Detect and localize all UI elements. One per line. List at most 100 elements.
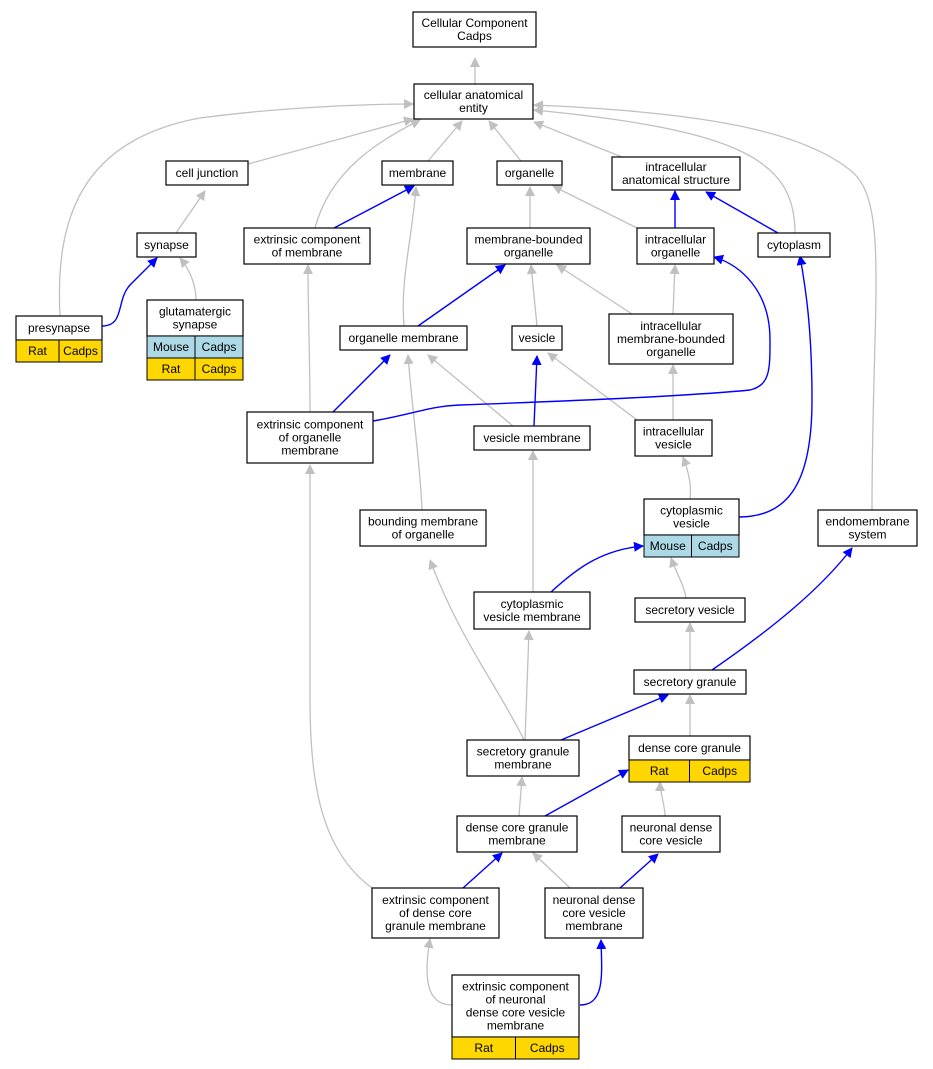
- node-label: core vesicle: [639, 834, 703, 848]
- edge-is-a: [547, 352, 638, 421]
- edge-is-a: [427, 354, 514, 427]
- edge-part-of: [738, 255, 813, 518]
- gene-cell: [515, 1036, 580, 1060]
- go-term-node-vm[interactable]: vesicle membrane: [473, 425, 591, 451]
- go-term-node-om[interactable]: organelle membrane: [339, 325, 468, 351]
- node-box: [412, 11, 537, 48]
- node-label: bounding membrane: [368, 515, 478, 529]
- edge-is-a: [427, 120, 463, 162]
- gene-label: Cadps: [530, 1041, 565, 1055]
- go-term-node-ves[interactable]: vesicle: [511, 325, 563, 351]
- species-label: Rat: [474, 1041, 493, 1055]
- edge-is-a: [303, 264, 314, 413]
- node-label: intracellular: [645, 160, 706, 174]
- go-term-node-mem[interactable]: membrane: [381, 160, 454, 186]
- gene-cell: [689, 759, 751, 783]
- node-label: secretory granule: [644, 675, 737, 689]
- go-term-node-syn[interactable]: synapse: [136, 232, 197, 258]
- edge-part-of: [101, 257, 158, 327]
- edge-is-a: [403, 354, 423, 511]
- edge-is-a: [533, 100, 877, 511]
- node-box: [246, 411, 374, 464]
- node-box: [473, 591, 591, 630]
- node-label: organelle: [651, 246, 701, 260]
- edge-is-a: [669, 264, 680, 315]
- go-term-node-sg[interactable]: secretory granule: [633, 669, 747, 695]
- node-label: endomembrane: [825, 515, 909, 529]
- node-label: of neuronal: [485, 993, 545, 1007]
- node-box: [359, 509, 487, 547]
- node-label: membrane: [281, 444, 339, 458]
- edge-part-of: [560, 693, 669, 741]
- go-term-node-sv[interactable]: secretory vesicle: [634, 597, 746, 623]
- edge-part-of: [332, 354, 391, 413]
- edge-is-a: [314, 119, 421, 229]
- edge-is-a: [533, 105, 796, 234]
- go-term-node-org[interactable]: organelle: [496, 160, 563, 186]
- edge-part-of: [333, 185, 415, 229]
- node-label: vesicle membrane: [483, 431, 581, 445]
- node-box: [757, 232, 831, 258]
- node-label: membrane: [565, 919, 623, 933]
- edge-part-of: [619, 853, 659, 889]
- edge-part-of: [372, 254, 771, 422]
- gene-label: Cadps: [202, 340, 237, 354]
- edge-is-a: [552, 185, 638, 229]
- node-box: [381, 160, 454, 186]
- node-box: [633, 669, 747, 695]
- node-label: cytoplasm: [767, 238, 821, 252]
- node-label: membrane-bounded: [617, 332, 725, 346]
- edge-part-of: [550, 541, 644, 593]
- edge-is-a: [533, 120, 623, 158]
- edge-part-of: [462, 852, 503, 889]
- node-label: extrinsic component: [257, 418, 364, 432]
- node-box: [456, 815, 578, 853]
- node-label: membrane: [389, 166, 447, 180]
- species-label: Mouse: [153, 340, 189, 354]
- node-label: of organelle: [392, 528, 455, 542]
- edge-is-a: [516, 776, 527, 817]
- node-label: cytoplasmic: [501, 597, 564, 611]
- gene-cell: [194, 357, 244, 381]
- go-term-node-cyto[interactable]: cytoplasm: [757, 232, 831, 258]
- node-label: membrane: [487, 1019, 545, 1033]
- go-term-node-cj[interactable]: cell junction: [165, 160, 249, 186]
- node-label: Cellular Component: [421, 16, 528, 30]
- edge-is-a: [532, 852, 571, 889]
- node-label: intracellular: [645, 233, 706, 247]
- node-box: [511, 325, 563, 351]
- node-box: [643, 498, 740, 536]
- node-label: cellular anatomical: [424, 88, 523, 102]
- edge-part-of: [531, 355, 542, 427]
- node-box: [611, 156, 741, 191]
- node-label: vesicle membrane: [483, 610, 581, 624]
- node-box: [165, 160, 249, 186]
